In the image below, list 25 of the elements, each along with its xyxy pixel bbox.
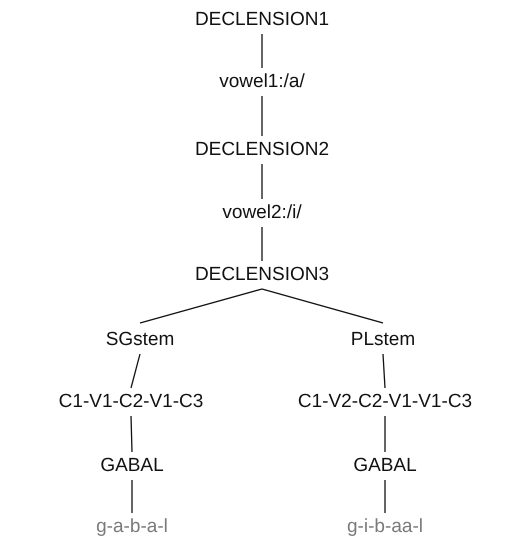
tree-node-label: DECLENSION1: [194, 9, 330, 31]
tree-branch-line: [261, 227, 263, 261]
tree-node-label: SGstem: [104, 329, 176, 351]
tree-branch-line: [261, 164, 263, 199]
tree-node-label: DECLENSION3: [194, 264, 330, 286]
tree-branch-line: [130, 354, 141, 388]
tree-node-label: GABAL: [99, 455, 165, 477]
tree-node-label: vowel2:/i/: [221, 202, 303, 224]
tree-node-label: PLstem: [350, 329, 416, 351]
tree-branch-line: [384, 480, 386, 513]
leaf-label: g-i-b-aa-l: [346, 516, 424, 538]
tree-node-label: vowel1:/a/: [218, 71, 306, 93]
tree-node-label: C1-V1-C2-V1-C3: [58, 391, 204, 413]
tree-branch-line: [384, 416, 386, 452]
tree-branch-line: [261, 34, 263, 68]
tree-node-label: C1-V2-C2-V1-V1-C3: [296, 391, 474, 413]
tree-branch-line: [261, 96, 263, 136]
tree-branch-line: [382, 354, 386, 388]
tree-node-label: GABAL: [352, 455, 418, 477]
tree-branch-line: [262, 288, 384, 324]
tree-branch-line: [131, 480, 133, 513]
tree-node-label: DECLENSION2: [194, 139, 330, 161]
leaf-label: g-a-b-a-l: [95, 516, 169, 538]
tree-branch-line: [130, 416, 133, 452]
tree-branch-line: [140, 288, 262, 324]
